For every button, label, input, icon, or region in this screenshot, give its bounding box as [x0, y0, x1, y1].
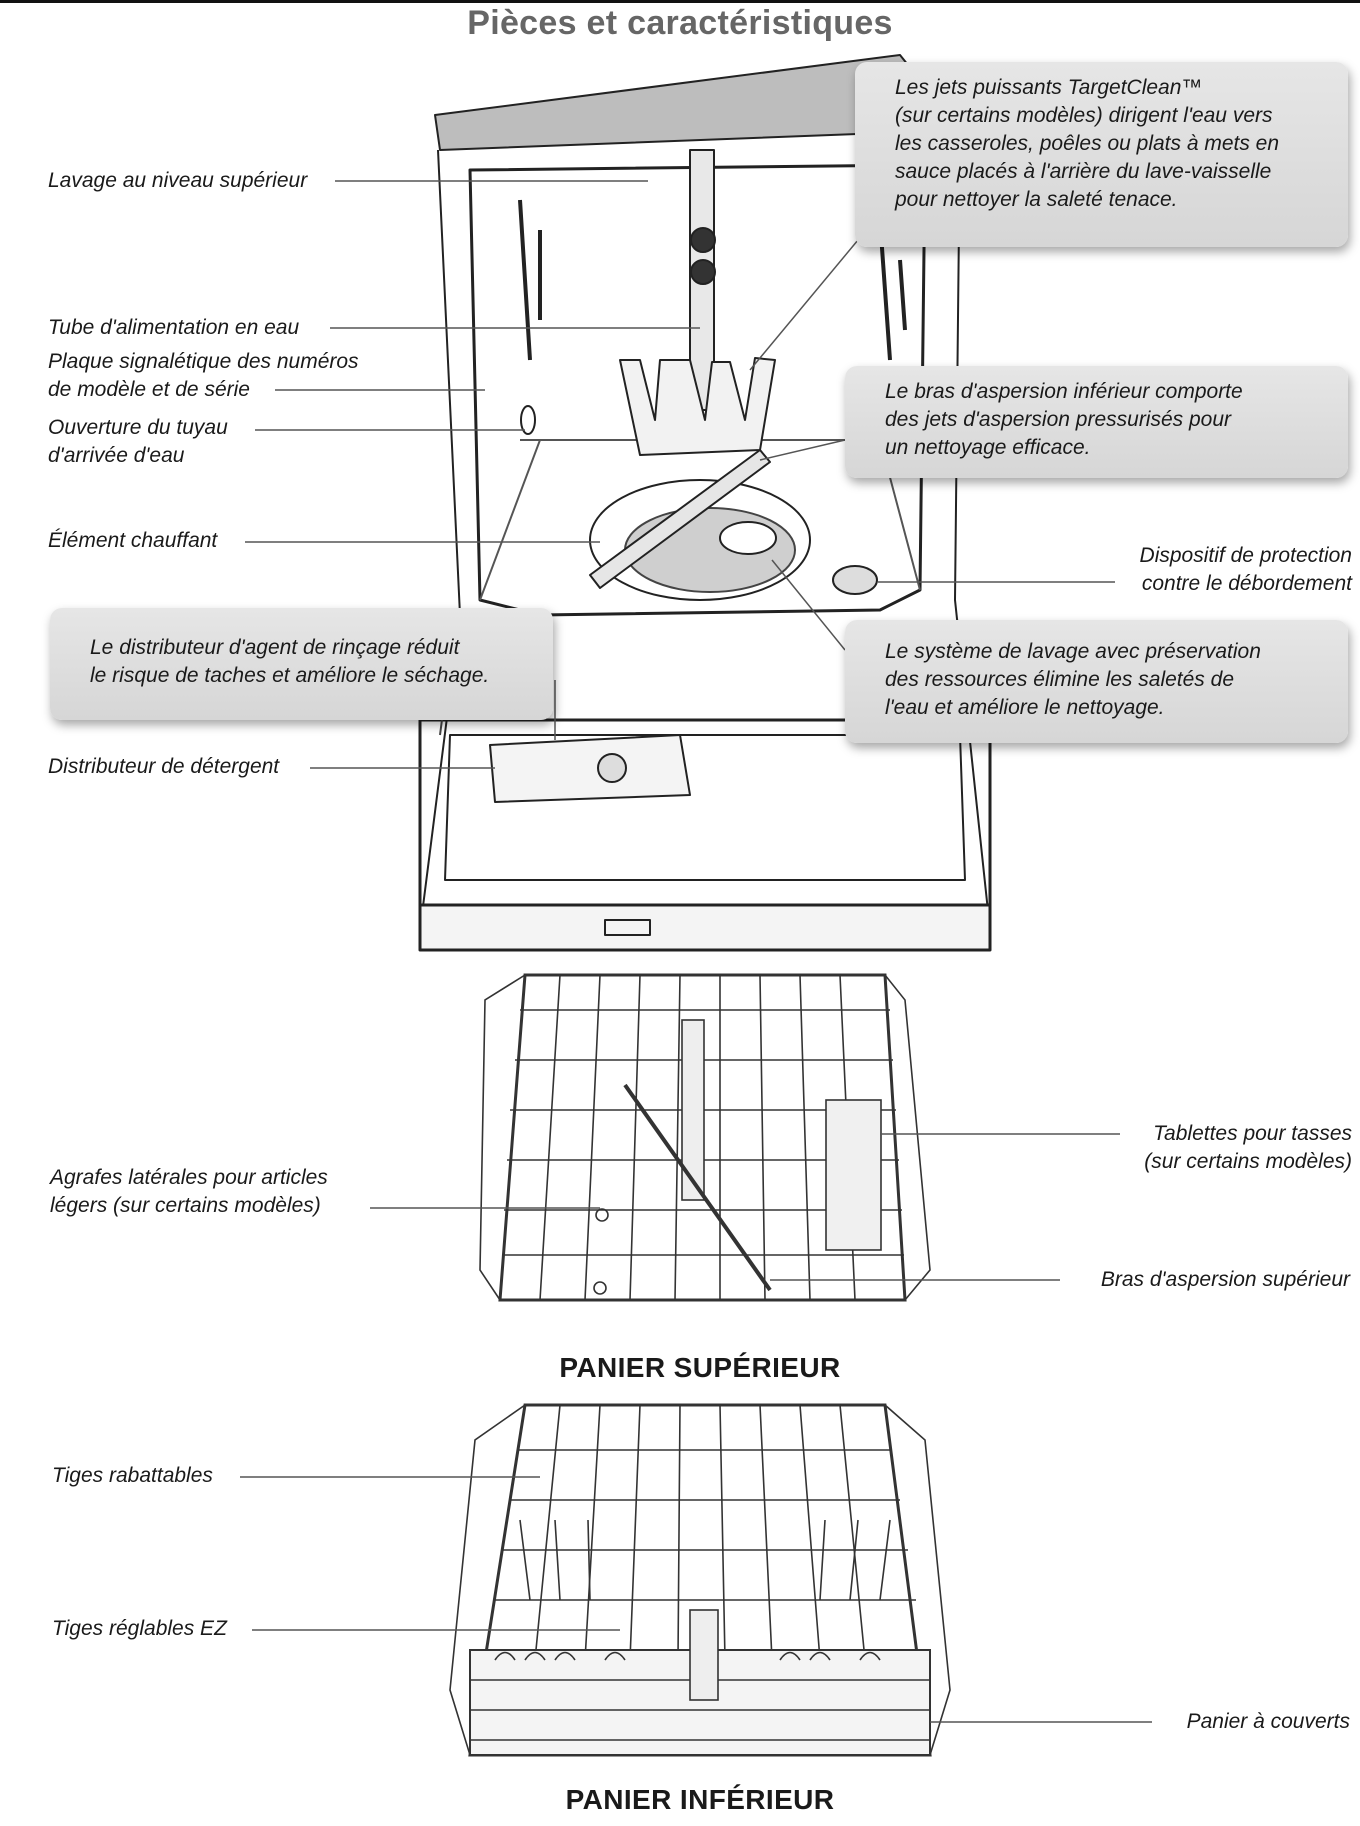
- rinse-aid-cap: [597, 753, 627, 783]
- callout-rinse-aid: Le distributeur d'agent de rinçage rédui…: [50, 608, 553, 720]
- label-inlet-opening-line-2: d'arrivée d'eau: [48, 444, 185, 467]
- label-heating-element: Élément chauffant: [48, 529, 218, 552]
- door-inner-panel: [444, 734, 966, 881]
- label-water-tube: Tube d'alimentation en eau: [48, 316, 300, 339]
- callout-targetclean-line-5: pour nettoyer la saleté tenace.: [895, 188, 1178, 211]
- upper-rack-caption: PANIER SUPÉRIEUR: [559, 1352, 841, 1383]
- lower-rack-illustration: [449, 1403, 951, 1757]
- callout-targetclean-line-3: les casseroles, poêles ou plats à mets e…: [895, 132, 1280, 155]
- callout-filtration-line-2: des ressources élimine les saletés de: [885, 668, 1235, 691]
- dishwasher-right-side: [954, 129, 991, 931]
- label-side-clips: Agrafes latérales pour articles légers (…: [50, 1164, 328, 1220]
- label-overflow-line-1: Dispositif de protection: [1139, 544, 1352, 567]
- label-side-clips-line-2: légers (sur certains modèles): [50, 1194, 321, 1217]
- label-rating-plate-line-1: Plaque signalétique des numéros: [48, 350, 359, 373]
- leader-lines: [240, 180, 1152, 1723]
- label-inlet-opening: Ouverture du tuyau d'arrivée d'eau: [48, 414, 228, 470]
- lower-rack-caption: PANIER INFÉRIEUR: [565, 1784, 835, 1815]
- label-cup-shelves-line-1: Tablettes pour tasses: [1153, 1122, 1352, 1145]
- label-overflow-protection: Dispositif de protection contre le débor…: [1140, 542, 1352, 598]
- label-upper-spray-arm: Bras d'aspersion supérieur: [1100, 1268, 1350, 1291]
- callout-lower-arm-line-1: Le bras d'aspersion inférieur comporte: [885, 380, 1243, 403]
- left-rack-rail: [518, 199, 542, 361]
- label-upper-wash: Lavage au niveau supérieur: [48, 169, 308, 192]
- detergent-dispenser-shape: [489, 734, 691, 803]
- callout-filtration-line-1: Le système de lavage avec préservation: [885, 640, 1261, 663]
- label-cup-shelves-line-2: (sur certains modèles): [1144, 1150, 1352, 1173]
- callout-targetclean-line-4: sauce placés à l'arrière du lave-vaissel…: [895, 160, 1272, 183]
- top-rule: [0, 0, 1360, 3]
- label-overflow-line-2: contre le débordement: [1141, 572, 1352, 595]
- callout-rinse-aid-line-2: le risque de taches et améliore le sécha…: [90, 664, 490, 687]
- callout-lower-arm-line-3: un nettoyage efficace.: [885, 436, 1091, 459]
- label-silverware-basket: Panier à couverts: [1186, 1710, 1350, 1733]
- callout-targetclean: Les jets puissants TargetClean™ (sur cer…: [855, 62, 1348, 247]
- targetclean-deflector: [619, 357, 776, 456]
- callout-targetclean-line-2: (sur certains modèles) dirigent l'eau ve…: [895, 104, 1273, 127]
- overflow-float: [832, 565, 878, 595]
- dishwasher-left-side: [419, 149, 461, 931]
- callout-filtration-line-3: l'eau et améliore le nettoyage.: [885, 696, 1165, 719]
- label-detergent-dispenser: Distributeur de détergent: [48, 755, 280, 778]
- water-inlet: [520, 405, 536, 435]
- callout-filtration: Le système de lavage avec préservation d…: [845, 620, 1348, 743]
- callout-lower-spray-arm: Le bras d'aspersion inférieur comporte d…: [845, 366, 1348, 478]
- filter-basin: [589, 479, 811, 601]
- page-title: Pièces et caractéristiques: [467, 4, 893, 42]
- callout-lower-arm-line-2: des jets d'aspersion pressurisés pour: [885, 408, 1232, 431]
- label-side-clips-line-1: Agrafes latérales pour articles: [50, 1166, 328, 1189]
- label-cup-shelves: Tablettes pour tasses (sur certains modè…: [1144, 1120, 1352, 1176]
- upper-rack-illustration: [479, 973, 931, 1302]
- callout-rinse-aid-line-1: Le distributeur d'agent de rinçage rédui…: [90, 636, 460, 659]
- label-ez-tines: Tiges réglables EZ: [52, 1617, 227, 1640]
- door-latch: [604, 919, 651, 936]
- label-fold-down-tines: Tiges rabattables: [52, 1464, 213, 1487]
- lower-spray-arm: [589, 449, 771, 589]
- label-rating-plate: Plaque signalétique des numéros de modèl…: [48, 348, 359, 404]
- door-bottom-trim: [418, 903, 992, 952]
- label-rating-plate-line-2: de modèle et de série: [48, 378, 250, 401]
- callout-targetclean-line-1: Les jets puissants TargetClean™: [895, 76, 1203, 99]
- label-inlet-opening-line-1: Ouverture du tuyau: [48, 416, 228, 439]
